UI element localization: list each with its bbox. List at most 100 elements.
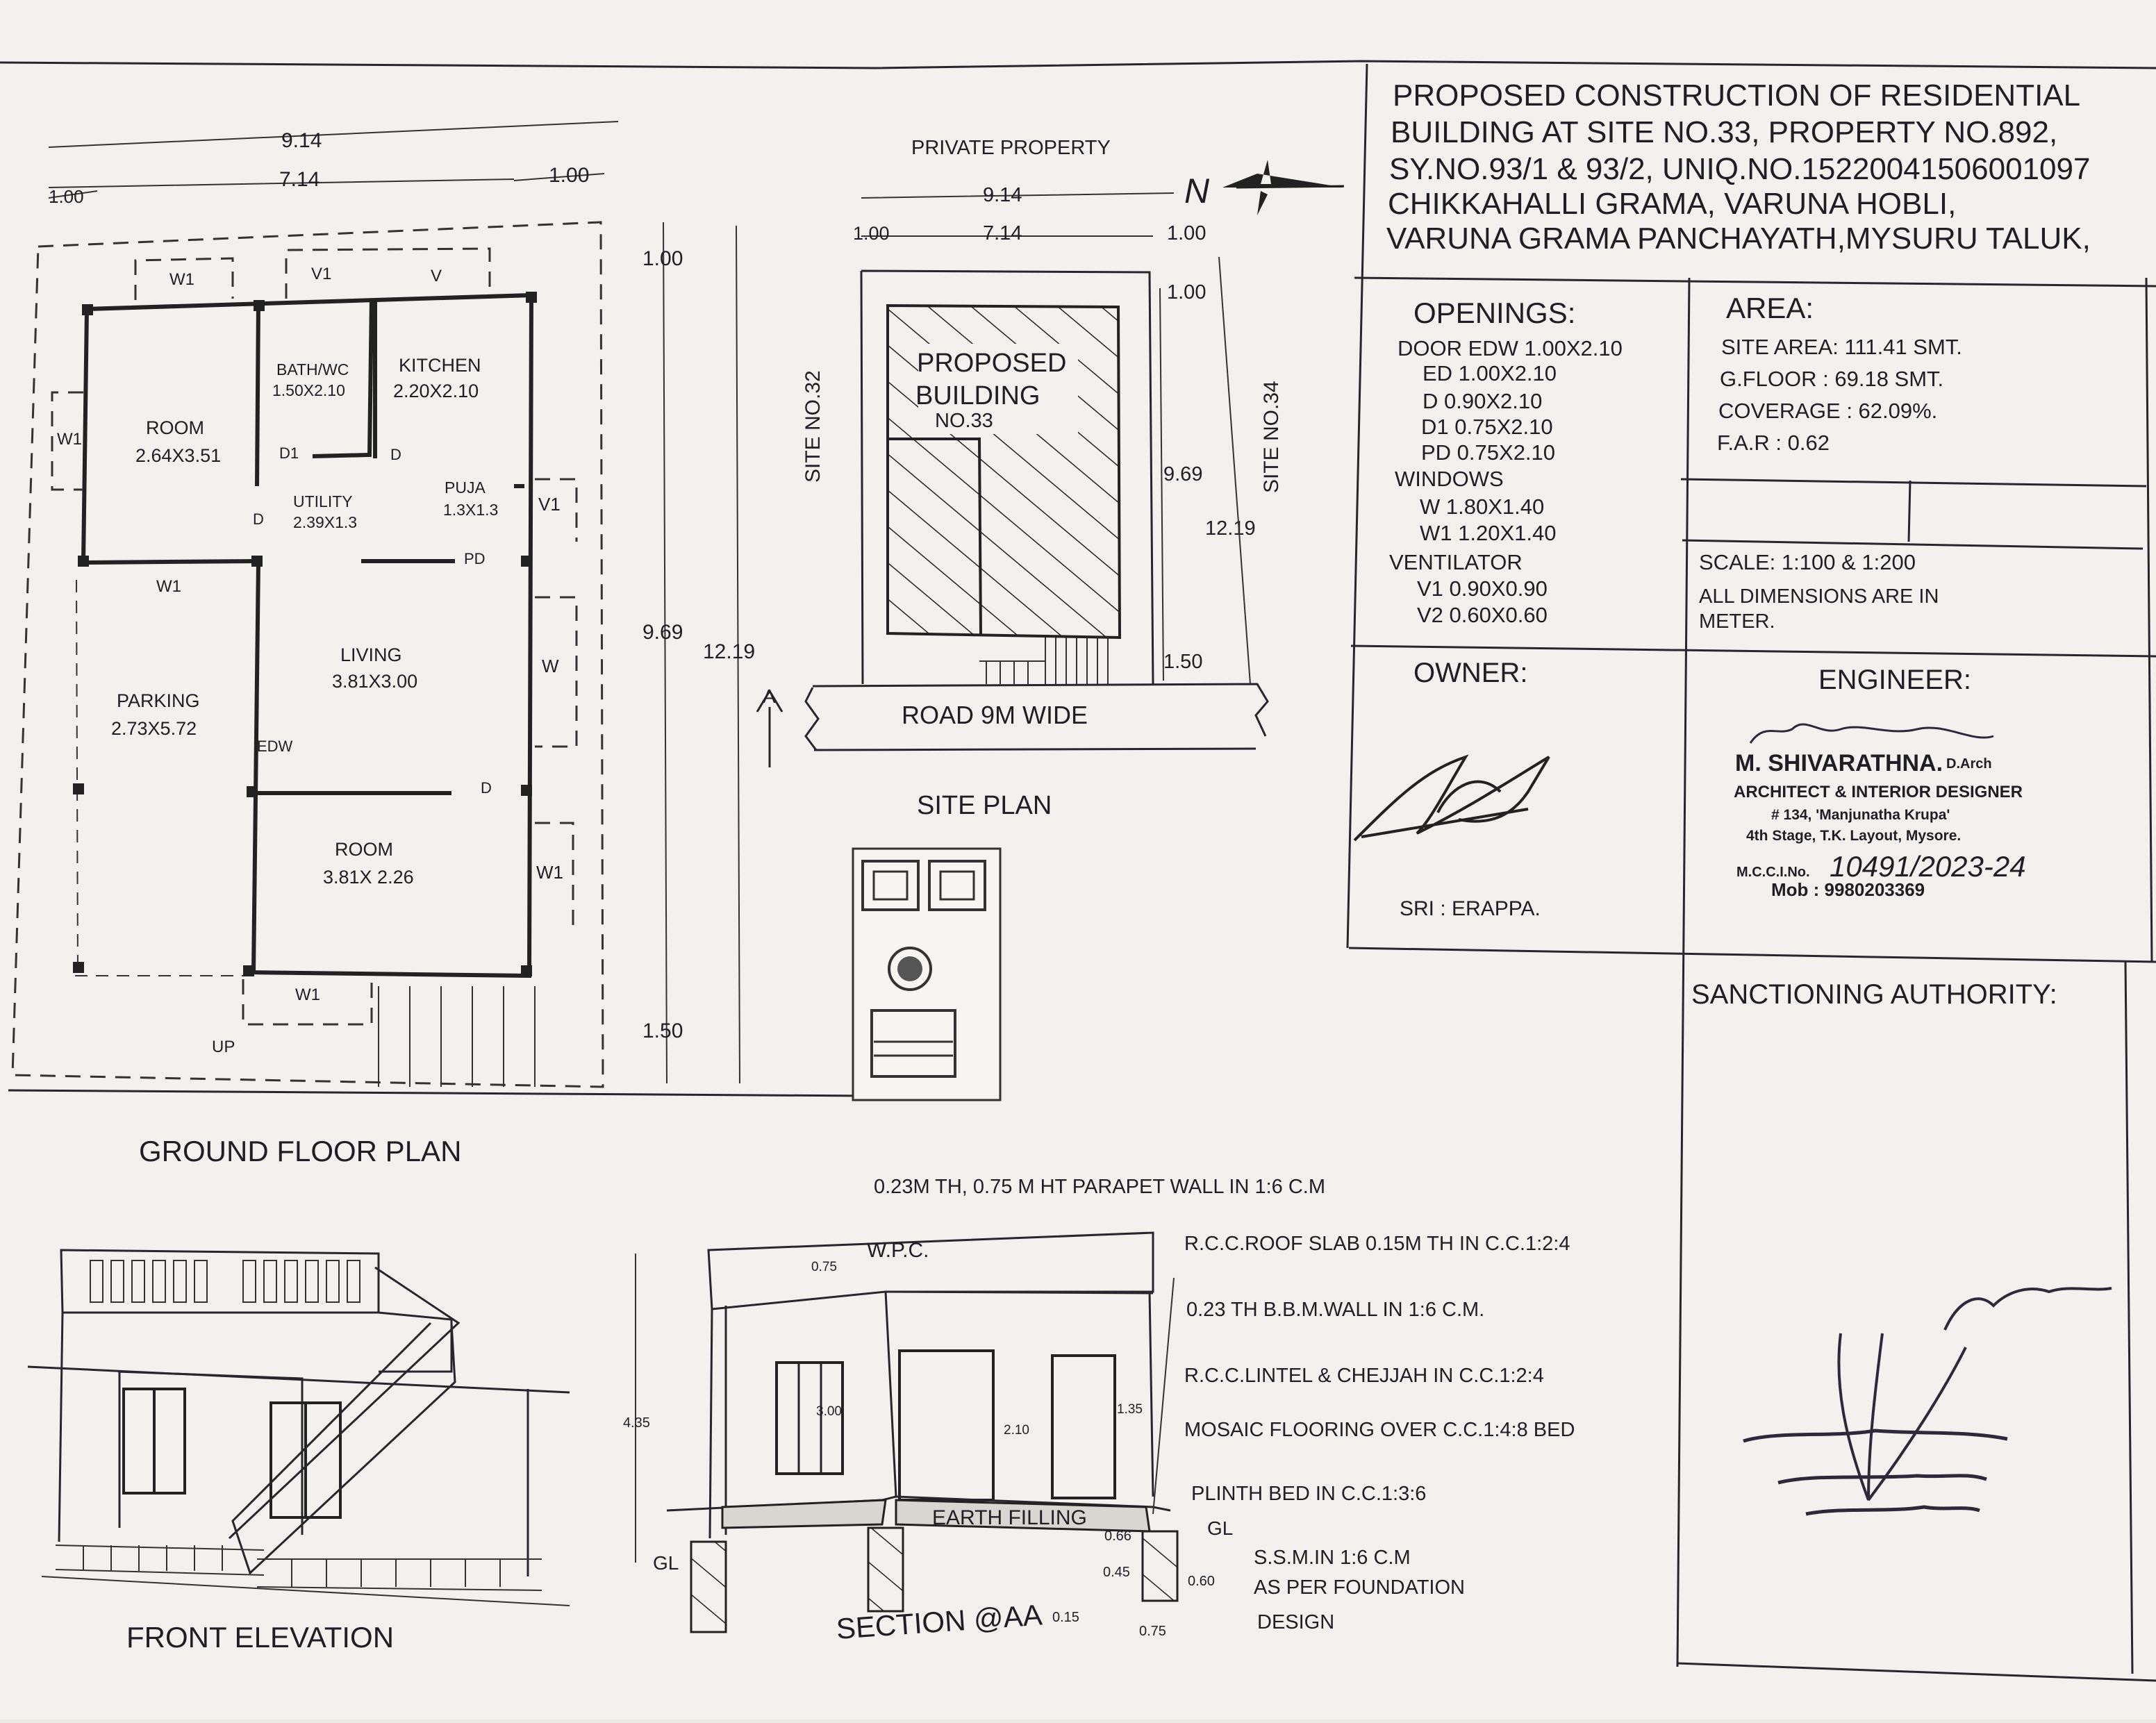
dim-label: 1.00: [642, 247, 683, 270]
engineer-address-1: # 134, 'Manjunatha Krupa': [1771, 807, 1950, 823]
openings-line: W 1.80X1.40: [1420, 494, 1544, 519]
sheet-divider: [8, 1089, 869, 1097]
site-plan-caption: SITE PLAN: [917, 791, 1052, 820]
title-line-3: SY.NO.93/1 & 93/2, UNIQ.NO.1522004150600…: [1389, 152, 2090, 186]
dim-label: 7.14: [279, 168, 320, 191]
ground-floor-plan: 9.14 7.14 1.00 1.00 1.00 9.69 12.19 1.50…: [11, 121, 755, 1088]
north-arrow-icon: N: [1184, 160, 1345, 215]
opening-tag: V: [431, 267, 442, 285]
section-label: 2.10: [1004, 1423, 1029, 1438]
room-label: UTILITY: [293, 492, 353, 510]
openings-line: V2 0.60X0.60: [1417, 603, 1548, 627]
building-label: PROPOSED: [917, 349, 1066, 378]
title-block: PROPOSED CONSTRUCTION OF RESIDENTIAL BUI…: [1346, 63, 2156, 1682]
dim-label: 9.69: [1163, 463, 1202, 485]
front-elevation: FRONT ELEVATION: [27, 1249, 570, 1654]
section-label: 0.75: [811, 1260, 837, 1274]
room-size: 1.3X1.3: [443, 501, 498, 519]
front-elevation-caption: FRONT ELEVATION: [126, 1621, 394, 1654]
openings-line: ED 1.00X2.10: [1423, 361, 1557, 385]
opening-tag: W: [542, 656, 559, 676]
dim-label: 1.00: [1167, 222, 1206, 244]
opening-tag: D: [390, 446, 401, 463]
site-right-label: SITE NO.34: [1260, 381, 1283, 493]
opening-tag: W1: [57, 430, 82, 449]
openings-line: VENTILATOR: [1389, 550, 1523, 574]
section-label: 0.60: [1188, 1574, 1215, 1589]
section-label: 0.75: [1139, 1624, 1166, 1639]
sanctioning-heading: SANCTIONING AUTHORITY:: [1691, 979, 2057, 1010]
room-size: 2.73X5.72: [111, 718, 197, 739]
engineer-stamp: M. SHIVARATHNA. D.Arch ARCHITECT & INTER…: [1734, 723, 2026, 900]
engineer-reg-number: 10491/2023-24: [1830, 850, 2026, 883]
section-label: 0.66: [1104, 1529, 1131, 1544]
opening-tag: W1: [295, 985, 320, 1004]
sheet-top-border: [0, 60, 2156, 69]
engineer-address-2: 4th Stage, T.K. Layout, Mysore.: [1746, 828, 1961, 844]
room-size: 2.39X1.3: [293, 513, 357, 531]
rainwater-detail: [852, 847, 1002, 1101]
site-left-label: SITE NO.32: [802, 370, 824, 483]
area-heading: AREA:: [1726, 292, 1814, 324]
room-label: ROOM: [146, 417, 204, 438]
room-label: KITCHEN: [399, 355, 481, 376]
opening-tag: D: [481, 779, 492, 797]
owner-name: SRI : ERAPPA.: [1400, 897, 1541, 920]
opening-tag: W1: [156, 577, 181, 596]
openings-heading: OPENINGS:: [1413, 297, 1575, 329]
openings-line: DOOR EDW 1.00X2.10: [1398, 336, 1623, 360]
road-label: ROAD 9M WIDE: [902, 701, 1088, 729]
north-label: N: [1184, 172, 1210, 210]
openings-line: W1 1.20X1.40: [1420, 521, 1556, 545]
area-line: G.FLOOR : 69.18 SMT.: [1720, 367, 1943, 391]
engineer-mobile: Mob : 9980203369: [1771, 879, 1925, 900]
section-label: 4.35: [623, 1415, 650, 1431]
room-label: LIVING: [340, 644, 402, 665]
area-line: F.A.R : 0.62: [1717, 431, 1830, 455]
section-caption: SECTION @AA: [835, 1598, 1043, 1645]
room-label: PARKING: [117, 690, 200, 711]
dim-label: 9.14: [983, 184, 1022, 206]
site-plan: PRIVATE PROPERTY 9.14 1.00 7.14 1.00 1.0…: [756, 137, 1345, 1101]
room-size: 2.20X2.10: [393, 381, 479, 401]
title-line-5: VARUNA GRAMA PANCHAYATH,MYSURU TALUK,: [1386, 222, 2091, 256]
building-label: BUILDING: [915, 381, 1040, 410]
dim-label: 1.00: [853, 223, 890, 244]
owner-signature: [1353, 754, 1550, 842]
title-line-2: BUILDING AT SITE NO.33, PROPERTY NO.892,: [1391, 115, 2057, 149]
ground-floor-caption: GROUND FLOOR PLAN: [139, 1135, 461, 1167]
room-size: 2.64X3.51: [135, 445, 221, 466]
section-label: 3.00: [816, 1404, 842, 1419]
opening-tag: V1: [538, 494, 561, 515]
opening-tag: PD: [464, 550, 486, 567]
section-note: S.S.M.IN 1:6 C.M: [1254, 1547, 1411, 1569]
room-size: 1.50X2.10: [272, 381, 345, 399]
section-label: 1.35: [1117, 1402, 1143, 1417]
site-plan-private-label: PRIVATE PROPERTY: [911, 137, 1111, 159]
section-label: W.P.C.: [867, 1239, 929, 1262]
room-label: PUJA: [445, 478, 486, 497]
section-label: EARTH FILLING: [932, 1506, 1087, 1529]
opening-tag: D: [253, 510, 264, 528]
engineer-role: ARCHITECT & INTERIOR DESIGNER: [1734, 783, 2023, 801]
opening-tag: D1: [279, 444, 299, 462]
opening-tag: W1: [169, 270, 194, 289]
scale-line: ALL DIMENSIONS ARE IN: [1699, 585, 1939, 608]
section-note: DESIGN: [1257, 1611, 1334, 1633]
section-note: R.C.C.ROOF SLAB 0.15M TH IN C.C.1:2:4: [1184, 1233, 1570, 1255]
room-size: 3.81X 2.26: [323, 867, 414, 888]
building-label: NO.33: [935, 410, 993, 432]
dim-label: 1.00: [549, 164, 589, 187]
openings-line: WINDOWS: [1395, 467, 1504, 491]
section-note: MOSAIC FLOORING OVER C.C.1:4:8 BED: [1184, 1419, 1575, 1441]
owner-heading: OWNER:: [1413, 658, 1527, 688]
section-label: GL: [653, 1552, 679, 1574]
room-label: BATH/WC: [276, 360, 349, 378]
dim-label: 1.00: [1167, 281, 1206, 303]
scale-line: SCALE: 1:100 & 1:200: [1699, 550, 1916, 574]
sanctioning-signature: [1743, 1287, 2112, 1516]
title-line-1: PROPOSED CONSTRUCTION OF RESIDENTIAL: [1393, 78, 2080, 113]
section-note: R.C.C.LINTEL & CHEJJAH IN C.C.1:2:4: [1184, 1365, 1544, 1387]
